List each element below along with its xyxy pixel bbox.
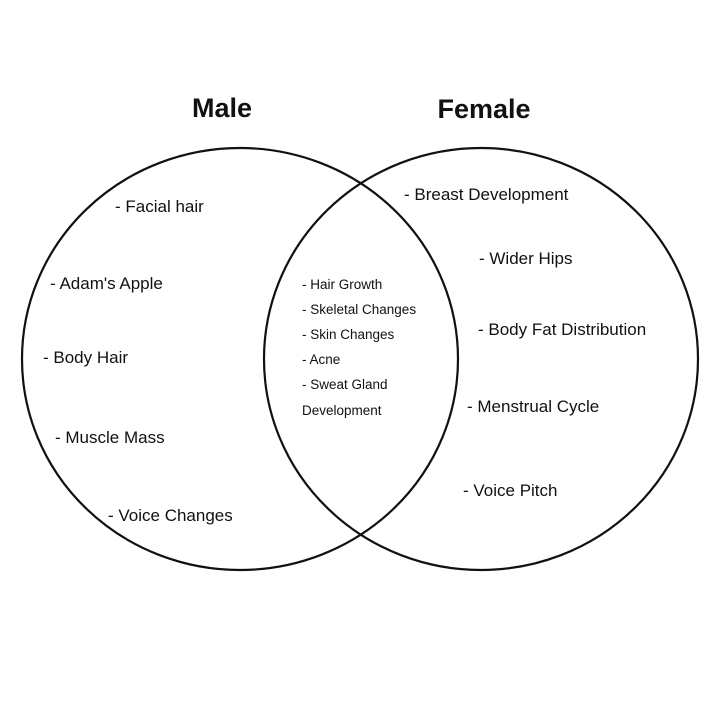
female-title: Female <box>437 94 531 124</box>
female-item: - Menstrual Cycle <box>467 397 600 416</box>
male-item: - Facial hair <box>115 197 204 216</box>
female-item: - Breast Development <box>404 185 569 204</box>
shared-item: Development <box>302 403 382 418</box>
shared-item: - Sweat Gland <box>302 377 388 392</box>
shared-item: - Skin Changes <box>302 327 395 342</box>
male-item: - Voice Changes <box>108 506 233 525</box>
male-item: - Body Hair <box>43 348 129 367</box>
male-title: Male <box>191 93 253 123</box>
male-circle <box>20 146 460 572</box>
male-item: - Muscle Mass <box>55 428 165 447</box>
shared-item: - Hair Growth <box>302 277 383 292</box>
female-item: - Body Fat Distribution <box>478 320 647 339</box>
female-circle <box>262 146 700 572</box>
shared-item: - Acne <box>302 352 341 367</box>
female-item: - Voice Pitch <box>463 481 558 500</box>
shared-item: - Skeletal Changes <box>302 302 417 317</box>
female-item: - Wider Hips <box>479 249 573 268</box>
male-item: - Adam's Apple <box>50 274 163 293</box>
